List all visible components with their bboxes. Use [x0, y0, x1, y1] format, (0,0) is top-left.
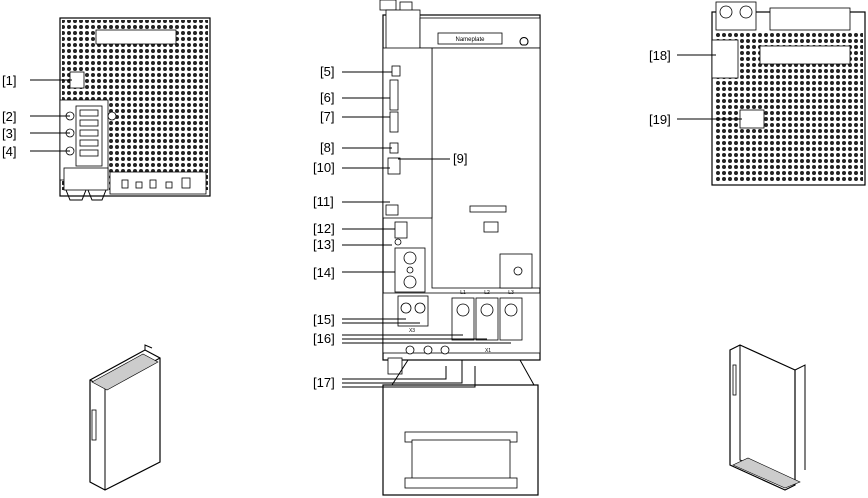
isometric-view-left: [89, 344, 161, 491]
connector-5: [391, 65, 401, 77]
callout-14: [14]: [313, 265, 335, 280]
connector-7: [389, 111, 399, 133]
terminal-x3-label: X3: [409, 328, 415, 334]
terminal-x1-label: X1: [485, 348, 491, 354]
callout-10: [10]: [313, 160, 335, 175]
callout-8: [8]: [320, 140, 334, 155]
callout-5: [5]: [320, 64, 334, 79]
phase-l3-label: L3: [508, 290, 514, 296]
callout-17: [17]: [313, 375, 335, 390]
callout-3: [3]: [2, 126, 16, 141]
callout-6: [6]: [320, 90, 334, 105]
callout-2: [2]: [2, 109, 16, 124]
right-side-view-device: [711, 1, 866, 186]
callout-16: [16]: [313, 331, 335, 346]
nameplate-text: Nameplate: [455, 37, 485, 43]
connector-6: [389, 79, 399, 111]
callout-9: [9]: [453, 151, 467, 166]
isometric-view-right: [729, 344, 806, 491]
callout-18: [18]: [649, 48, 671, 63]
callout-7: [7]: [320, 109, 334, 124]
callout-19: [19]: [649, 112, 671, 127]
connector-18: [711, 39, 739, 79]
callout-15: [15]: [313, 312, 335, 327]
connector-19: [739, 109, 765, 129]
phase-l1-label: L1: [460, 290, 466, 296]
callout-12: [12]: [313, 221, 335, 236]
center-front-view-device: Nameplate X3 L1 L2 L3 X1: [379, 0, 541, 496]
callout-11: [11]: [313, 194, 334, 209]
left-side-view-device: [59, 17, 211, 201]
callout-13: [13]: [313, 237, 335, 252]
callout-1: [1]: [2, 73, 16, 88]
nameplate: [437, 32, 503, 45]
callout-4: [4]: [2, 144, 16, 159]
connector-1: [69, 71, 85, 89]
callout-labels: [1] [2] [3] [4] [5] [6] [7] [8] [9] [10]…: [2, 48, 742, 390]
phase-l2-label: L2: [484, 290, 490, 296]
